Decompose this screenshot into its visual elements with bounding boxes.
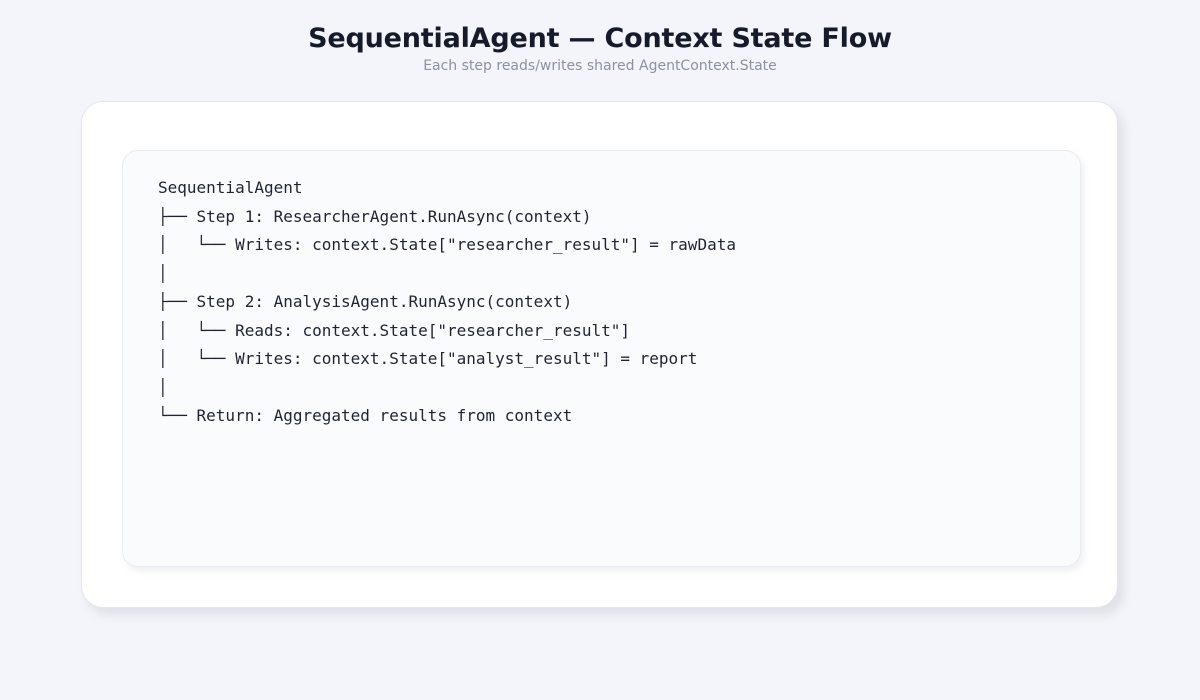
tree-line: │ └── Writes: context.State["researcher_… bbox=[158, 235, 736, 254]
tree-line: ├── Step 2: AnalysisAgent.RunAsync(conte… bbox=[158, 292, 573, 311]
tree-line: SequentialAgent bbox=[158, 178, 303, 197]
tree-line: │ bbox=[158, 263, 168, 283]
page-title: SequentialAgent — Context State Flow bbox=[308, 23, 892, 54]
tree-line: ├── Step 1: ResearcherAgent.RunAsync(con… bbox=[158, 206, 592, 226]
page-header: SequentialAgent — Context State Flow Eac… bbox=[0, 0, 1200, 75]
page-subtitle: Each step reads/writes shared AgentConte… bbox=[423, 58, 777, 74]
tree-line: │ └── Writes: context.State["analyst_res… bbox=[158, 349, 698, 368]
context-state-flow-tree: SequentialAgent ├── Step 1: ResearcherAg… bbox=[158, 174, 736, 431]
tree-line: │ └── Reads: context.State["researcher_r… bbox=[158, 320, 631, 340]
diagram-card: SequentialAgent ├── Step 1: ResearcherAg… bbox=[81, 101, 1118, 608]
tree-line: └── Return: Aggregated results from cont… bbox=[158, 406, 573, 425]
diagram-panel: SequentialAgent ├── Step 1: ResearcherAg… bbox=[122, 150, 1081, 567]
tree-line: │ bbox=[158, 377, 168, 397]
